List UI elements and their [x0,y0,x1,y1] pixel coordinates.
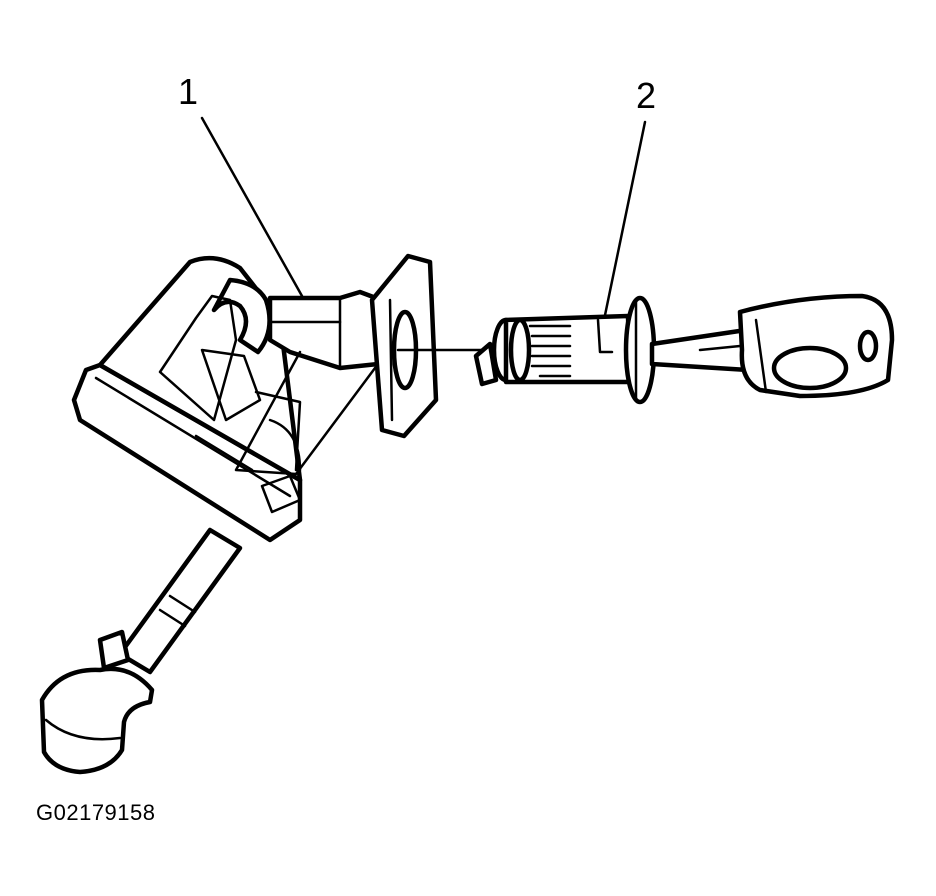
callout-number: 2 [636,75,657,116]
leader-line-2 [602,120,647,322]
leader-line-1 [200,116,304,298]
lock-housing [39,253,439,775]
figure-id: G02179158 [36,800,156,825]
key [649,293,895,399]
callout-number: 1 [178,71,199,112]
lock-cylinder [473,295,657,405]
